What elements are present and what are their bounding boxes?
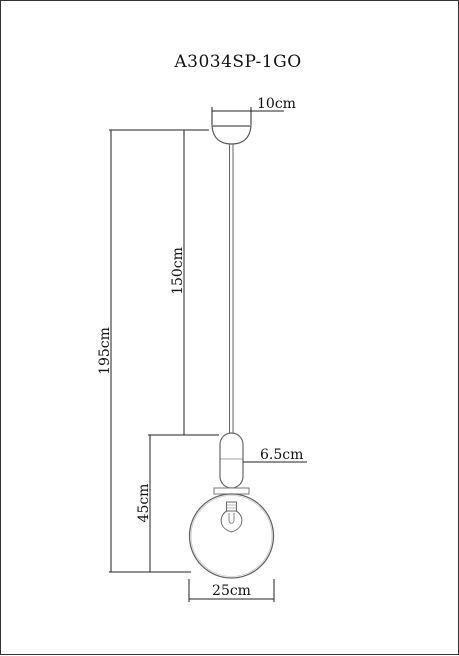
cord-length-label: 150cm: [170, 247, 186, 295]
suspension-cord: [229, 144, 234, 437]
glass-globe: [188, 493, 275, 579]
holder-width-label: 6.5cm: [260, 447, 303, 463]
canopy-width-label: 10cm: [257, 96, 296, 112]
lamp-holder: [213, 432, 250, 503]
globe-diameter-dimension: 25cm: [188, 579, 275, 602]
holder-dimension: 6.5cm: [243, 447, 307, 463]
total-height-label: 195cm: [97, 327, 113, 375]
bulb: [220, 501, 243, 533]
model-title: A3034SP-1GO: [173, 52, 301, 72]
globe-diameter-label: 25cm: [212, 583, 251, 599]
total-height-dimension: 195cm: [97, 129, 191, 573]
canopy-dimension: 10cm: [211, 96, 296, 125]
canopy: [211, 125, 252, 145]
shade-height-dimension: 45cm: [136, 434, 184, 572]
shade-height-label: 45cm: [136, 484, 152, 523]
cord-length-dimension: 150cm: [170, 129, 219, 436]
